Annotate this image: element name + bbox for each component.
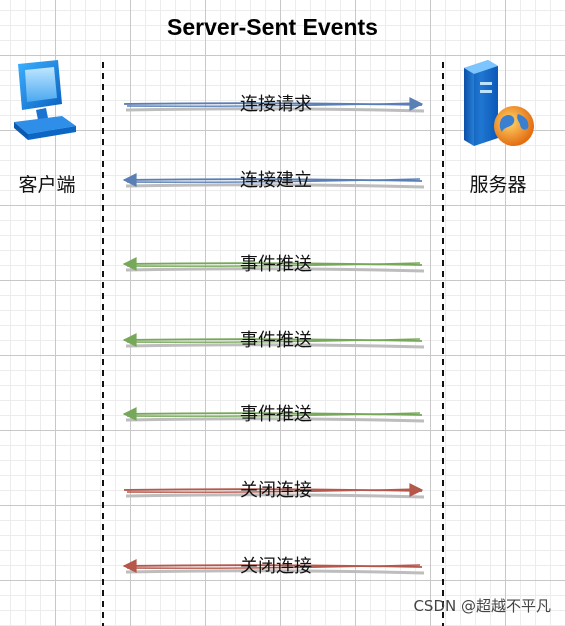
server-globe-icon: [464, 60, 534, 146]
watermark: CSDN @超越不平凡: [413, 597, 551, 615]
message-arrow-4: [122, 333, 425, 349]
computer-icon: [14, 60, 76, 140]
message-label: 连接建立: [240, 170, 312, 191]
message-label: 关闭连接: [240, 480, 312, 501]
message-arrow-2: [122, 173, 425, 189]
message-arrow-5: [122, 407, 425, 423]
message-arrow-7: [122, 559, 425, 575]
message-label: 事件推送: [240, 404, 312, 425]
message-label: 事件推送: [240, 330, 312, 351]
message-label: 关闭连接: [240, 556, 312, 577]
diagram-title: Server-Sent Events: [167, 14, 378, 40]
message-arrow-3: [122, 257, 425, 273]
client-label: 客户端: [18, 174, 76, 196]
server-label: 服务器: [469, 174, 527, 196]
message-arrow-1: [123, 97, 425, 113]
message-label: 事件推送: [240, 254, 312, 275]
message-label: 连接请求: [240, 94, 312, 115]
message-arrow-6: [123, 483, 425, 499]
